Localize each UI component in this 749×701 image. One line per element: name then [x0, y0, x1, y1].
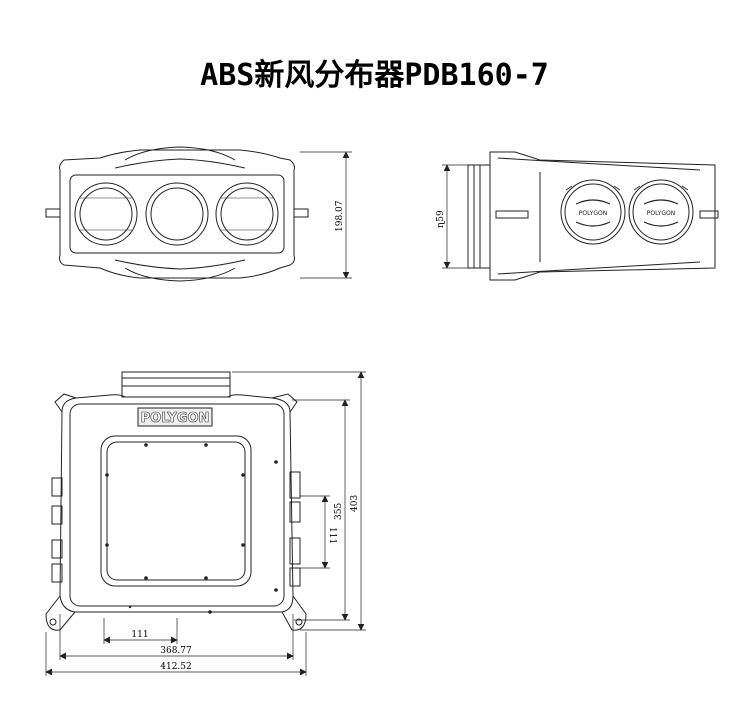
side-left-tab — [495, 210, 529, 219]
front-top-dome — [124, 146, 236, 161]
top-ear-bl-hole — [49, 618, 57, 626]
side-body-bottom-ridge — [497, 261, 701, 275]
top-ear-bl — [45, 595, 76, 631]
side-knob-1 — [560, 179, 626, 245]
side-collar — [467, 164, 491, 269]
front-port-2 — [145, 182, 209, 246]
top-access-cover-inner — [106, 441, 246, 581]
front-top-dome-inner — [114, 158, 246, 169]
front-height-label: 198.07 — [335, 200, 345, 232]
top-spacing-vertical-label: 111 — [327, 527, 337, 544]
top-brand-text: POLYGON — [141, 411, 210, 426]
top-height-dimension — [232, 371, 366, 631]
front-port-1 — [74, 182, 138, 246]
side-knob-2 — [628, 179, 694, 245]
top-total-width-dimension — [45, 632, 307, 676]
top-height-label: 403 — [350, 495, 360, 512]
top-inner-width-dimension — [59, 614, 294, 660]
top-ear-tl — [54, 393, 77, 413]
top-left-ports — [51, 477, 63, 583]
front-port-3 — [215, 182, 279, 246]
side-body-outline — [489, 151, 716, 281]
top-view: POLYGON — [45, 371, 366, 676]
drawing-title: ABS新风分布器PDB160-7 — [200, 58, 549, 93]
side-right-tab — [699, 210, 719, 219]
side-diameter-label: ɳ59 — [436, 210, 446, 228]
front-bottom-dome-inner — [114, 259, 246, 270]
side-knob-2-brand: POLYGON — [647, 210, 675, 217]
front-body-outline — [59, 149, 295, 279]
top-inner-outline — [69, 403, 285, 607]
front-right-tab — [293, 208, 309, 218]
top-right-ports — [289, 471, 301, 587]
front-height-dimension — [300, 151, 352, 279]
top-inner-height-dimension — [292, 399, 350, 621]
top-spigot — [121, 371, 231, 398]
top-spacing-horizontal-label: 111 — [131, 630, 148, 640]
top-spacing-horizontal-dimension — [103, 618, 178, 644]
side-diameter-dimension — [442, 164, 468, 269]
side-body-top-ridge — [497, 157, 701, 171]
top-access-cover — [100, 435, 252, 587]
top-body-outline — [59, 394, 294, 613]
top-ear-tr — [271, 393, 298, 413]
side-view: POLYGON POLYGON ɳ59 — [436, 151, 719, 281]
top-brand-plate — [137, 407, 213, 427]
top-inner-width-label: 368.77 — [160, 646, 192, 656]
side-knob-1-brand: POLYGON — [579, 210, 607, 217]
front-view: 198.07 — [45, 146, 352, 282]
top-spacing-vertical-dimension — [300, 495, 330, 569]
front-inner-frame — [69, 174, 285, 254]
front-left-tab — [45, 208, 61, 218]
front-bottom-dome — [124, 267, 236, 282]
top-inner-height-label: 355 — [334, 503, 344, 520]
top-ear-br-hole — [295, 618, 303, 626]
top-total-width-label: 412.52 — [160, 662, 192, 672]
top-ear-br — [281, 595, 307, 631]
top-screws — [105, 443, 278, 614]
